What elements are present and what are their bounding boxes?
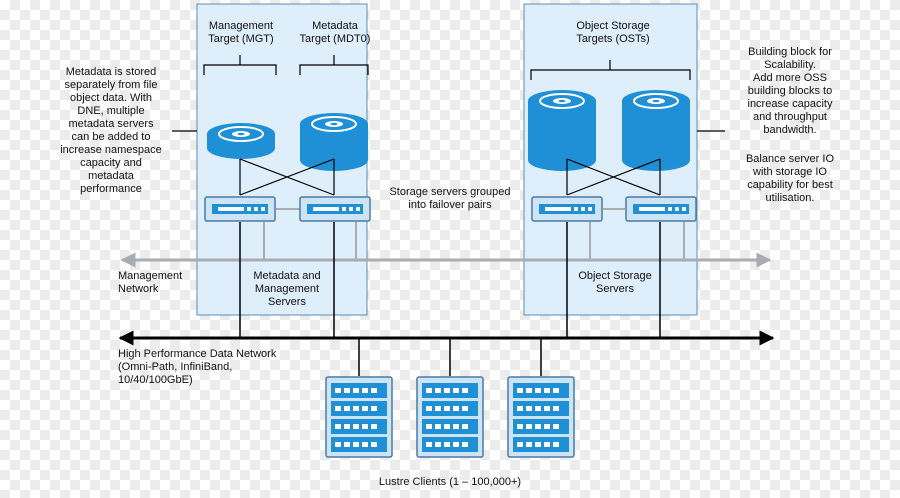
balance-note: Balance server IO with storage IO capabi… bbox=[745, 153, 835, 204]
mgt-label: Management Target (MGT) bbox=[208, 20, 274, 45]
ost-disk-stack-2-icon bbox=[621, 89, 691, 172]
oss-server-1-icon bbox=[531, 196, 603, 222]
mdt-bracket bbox=[299, 55, 369, 75]
management-network-label: Management Network bbox=[118, 270, 183, 295]
oss-cross-links bbox=[566, 158, 661, 196]
mdt-label: Metadata Target (MDT0) bbox=[299, 20, 371, 45]
lustre-clients-label: Lustre Clients (1 – 100,000+) bbox=[378, 476, 522, 488]
mgs-server-icon bbox=[204, 196, 276, 222]
ost-label: Object Storage Targets (OSTs) bbox=[576, 20, 650, 45]
mds-cross-links bbox=[239, 158, 335, 196]
ost-disk-stack-1-icon bbox=[527, 89, 597, 172]
mds-server-icon bbox=[299, 196, 371, 222]
metadata-note: Metadata is stored separately from file … bbox=[60, 66, 162, 195]
oss-server-2-icon bbox=[625, 196, 697, 222]
ost-bracket bbox=[530, 60, 691, 80]
oss-label: Object Storage Servers bbox=[578, 270, 652, 295]
scalability-note: Building block for Scalability. Add more… bbox=[747, 46, 833, 136]
mds-label: Metadata and Management Servers bbox=[253, 270, 321, 308]
high-performance-network-label: High Performance Data Network (Omni-Path… bbox=[118, 348, 277, 386]
client-rack-3-icon bbox=[507, 376, 575, 458]
mgt-disk-icon bbox=[206, 122, 276, 160]
client-links bbox=[358, 338, 542, 376]
failover-note: Storage servers grouped into failover pa… bbox=[389, 186, 511, 211]
client-rack-1-icon bbox=[325, 376, 393, 458]
mgt-bracket bbox=[203, 55, 277, 75]
client-rack-2-icon bbox=[416, 376, 484, 458]
server-hpn-links bbox=[239, 222, 661, 338]
